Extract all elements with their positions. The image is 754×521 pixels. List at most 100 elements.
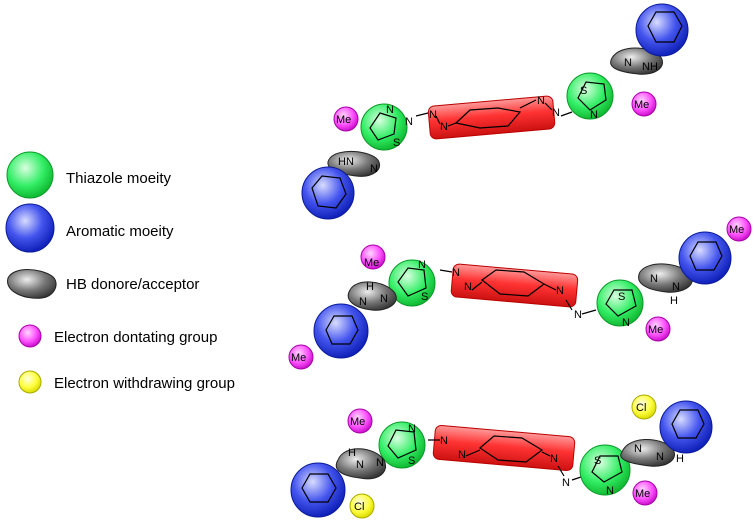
thiazole-n: N — [405, 116, 413, 128]
azine-bond — [543, 283, 597, 315]
legend-label-hb: HB donore/acceptor — [66, 276, 199, 293]
methyl-sphere — [360, 244, 386, 270]
hb-teardrop — [610, 47, 663, 75]
methyl-sphere — [347, 408, 373, 434]
thiazole-n: N — [386, 104, 394, 116]
phenyl-ring — [689, 241, 723, 271]
hydrazone-h: H — [670, 295, 678, 307]
azine-n: N — [550, 453, 558, 465]
chloro-sphere — [631, 394, 657, 420]
thiazole-ring — [605, 289, 637, 317]
cyclohexane-ring — [454, 107, 522, 129]
hydrazone-h: H — [348, 447, 356, 459]
hydrazone-h: H — [366, 281, 374, 293]
azine-bond — [415, 112, 457, 127]
azine-n: N — [574, 309, 582, 321]
methyl-label: Me — [350, 416, 365, 428]
legend-item-aromatic: Aromatic moeity — [5, 203, 174, 253]
methyl-label: Me — [635, 488, 650, 500]
thiazole-s: S — [393, 137, 400, 149]
thiazole-n: N — [418, 259, 426, 271]
phenyl-ring — [671, 409, 705, 439]
legend-item-donating: Electron dontating group — [18, 324, 217, 348]
hydrazone-n: N — [356, 459, 364, 471]
thiazole-s: S — [421, 291, 428, 303]
azine-bond — [439, 269, 483, 291]
thiazole-sphere — [360, 103, 408, 151]
azine-bond — [519, 99, 573, 117]
thiazole-ring — [577, 81, 607, 111]
azine-n: N — [452, 267, 460, 279]
thiazole-s: S — [594, 455, 601, 467]
phenyl-ring — [301, 473, 337, 503]
thiazole-ring — [397, 267, 427, 297]
thiazole-s: S — [580, 85, 587, 97]
methyl-sphere — [632, 480, 658, 506]
azine-n: N — [562, 477, 570, 489]
phenyl-ring — [311, 175, 347, 209]
cyclohexane-ring — [479, 435, 544, 463]
legend: Thiazole moeity Aromatic moeity HB donor… — [5, 151, 235, 394]
legend-label-donating: Electron dontating group — [54, 329, 217, 346]
methyl-label: Me — [336, 114, 351, 126]
blue-sphere-icon — [5, 203, 55, 253]
hydrazone-n: N — [359, 296, 367, 308]
magenta-sphere-icon — [18, 324, 42, 348]
hydrazone-n: N — [376, 457, 384, 469]
azine-n: N — [556, 285, 564, 297]
molecule-2: N N N N N S Me H N N Me S N Me N N H Me — [288, 216, 752, 370]
hydrazone-n: N — [380, 293, 388, 305]
thiazole-ring — [369, 112, 397, 141]
methyl-label: Me — [291, 352, 306, 364]
legend-item-withdrawing: Electron withdrawing group — [18, 370, 235, 394]
molecule-3: N N N N N S Me H N N Cl S N Me N N H Cl — [290, 394, 713, 519]
phenyl-ring — [325, 315, 359, 345]
hydrazone-nh: HN — [338, 156, 354, 168]
methyl-label: Me — [364, 257, 379, 269]
phenyl-sphere — [659, 400, 713, 454]
molecule-1: N N N N N N S Me HN N S N Me N NH — [301, 3, 689, 220]
legend-item-thiazole: Thiazole moeity — [6, 151, 172, 199]
hb-teardrop — [620, 438, 675, 467]
legend-item-hb: HB donore/acceptor — [7, 269, 199, 299]
thiazole-s: S — [408, 455, 415, 467]
thiazole-sphere — [579, 444, 631, 496]
phenyl-sphere — [313, 303, 369, 359]
phenyl-sphere — [678, 231, 732, 285]
thiazole-sphere — [566, 72, 614, 120]
cyclohexane-linker-box — [432, 424, 576, 472]
methyl-label: Me — [634, 99, 649, 111]
azine-n: N — [552, 107, 560, 119]
hydrazone-n: N — [624, 57, 632, 69]
thiazole-n: N — [606, 485, 614, 497]
chloro-sphere — [349, 493, 375, 519]
thiazole-s: S — [618, 291, 625, 303]
yellow-sphere-icon — [18, 370, 42, 394]
thiazole-ring — [591, 455, 623, 483]
azine-n: N — [440, 121, 448, 133]
methyl-sphere — [645, 316, 671, 342]
thiazole-n: N — [622, 317, 630, 329]
hb-teardrop — [638, 263, 693, 293]
methyl-label: Me — [648, 324, 663, 336]
legend-label-withdrawing: Electron withdrawing group — [54, 375, 235, 392]
hydrazone-n: N — [370, 163, 378, 175]
legend-label-thiazole: Thiazole moeity — [66, 170, 172, 187]
methyl-sphere — [288, 344, 314, 370]
hydrazone-n: N — [650, 273, 658, 285]
cyclohexane-linker-box — [450, 263, 579, 308]
thiazole-ring — [387, 429, 417, 459]
hb-teardrop — [347, 281, 397, 311]
azine-bond — [428, 439, 481, 457]
grey-teardrop-icon — [7, 269, 57, 299]
methyl-sphere — [726, 216, 752, 242]
phenyl-ring — [647, 11, 683, 43]
azine-n: N — [464, 281, 472, 293]
thiazole-sphere — [388, 259, 436, 307]
methyl-sphere — [333, 106, 359, 132]
azine-n: N — [458, 449, 466, 461]
azine-n: N — [537, 95, 545, 107]
phenyl-sphere — [635, 3, 689, 57]
hydrazone-n: N — [634, 443, 642, 455]
